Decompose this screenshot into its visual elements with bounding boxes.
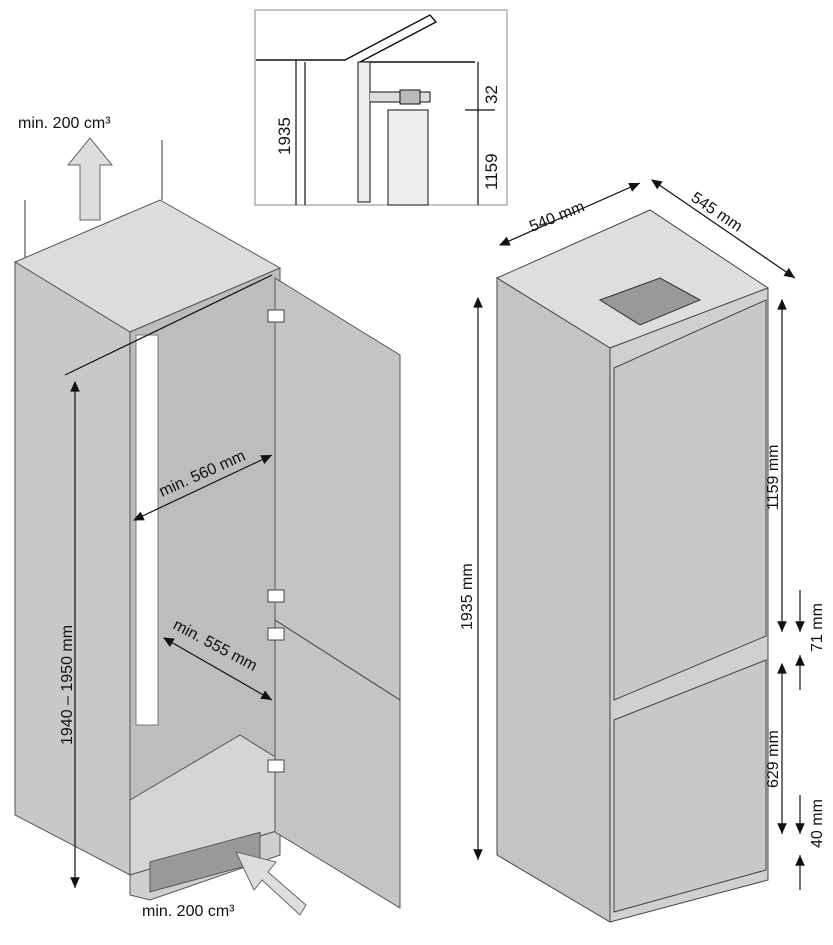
bottom-vent-label: min. 200 cm³ [142,903,235,920]
inset-gap-label: 32 [482,85,501,104]
middle-gap-label: 71 mm [809,603,826,652]
upper-door-height-label: 1159 mm [765,444,782,510]
lower-door [613,659,767,913]
inset-total-height-label: 1935 [275,117,294,155]
appliance-width-label: 540 mm [527,198,587,235]
cabinet-side [14,261,131,876]
top-airflow-arrow-icon [66,137,114,221]
inset-frame [254,9,508,206]
inset-detail: 1935 32 1159 [254,9,508,206]
top-vent-label: min. 200 cm³ [18,115,111,132]
appliance-height-label: 1935 mm [459,563,476,630]
lower-door-height-label: 629 mm [765,730,782,788]
bottom-gap-label: 40 mm [809,799,826,848]
appliance-side [496,277,611,923]
cabinet-drawing: min. 200 cm³ min. 200 cm³ 1940 – 1950 mm… [13,115,401,920]
upper-door [613,299,767,701]
appliance-depth-label: 545 mm [688,189,745,235]
cabinet-door-upper [274,277,401,909]
bottom-airflow-arrow-icon [235,851,307,916]
cabinet-height-label: 1940 – 1950 mm [59,625,76,745]
appliance-drawing: 540 mm 545 mm 1935 mm 1159 mm 71 mm 629 … [459,179,826,923]
inset-door-height-label: 1159 [482,153,501,190]
bottom-vent-grille [149,831,261,893]
